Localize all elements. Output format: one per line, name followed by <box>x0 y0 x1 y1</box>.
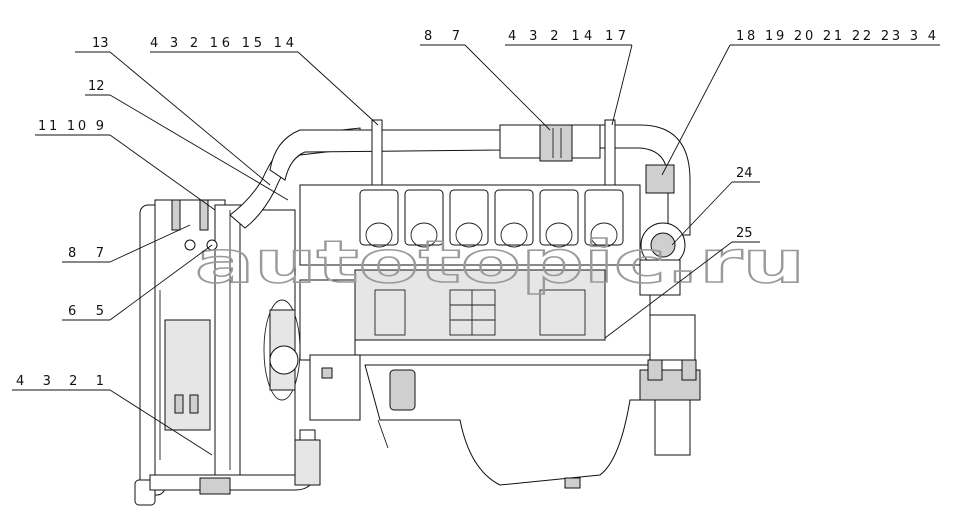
callout-11-10-9: 11 10 9 <box>38 119 104 134</box>
engine-block <box>299 184 651 356</box>
callout-25: 25 <box>736 226 753 241</box>
callout-13: 13 <box>92 36 109 51</box>
oil-sump <box>364 364 651 489</box>
callout-8-7-left: 8 7 <box>68 246 104 261</box>
watermark-text: autotopic.ru <box>195 228 805 296</box>
callout-12: 12 <box>88 79 105 94</box>
cylinder-heads <box>359 189 624 248</box>
callout-4-3-2-16-15-14: 4 3 2 16 15 14 <box>150 36 294 51</box>
lower-coolant-pipe <box>149 429 321 495</box>
callout-24: 24 <box>736 166 753 181</box>
callout-4-3-2-1: 4 3 2 1 <box>16 374 104 389</box>
charge-air-pipe <box>229 124 691 236</box>
callout-18-to-23-3-4: 18 19 20 21 22 23 3 4 <box>736 29 936 44</box>
leader-lines <box>12 44 940 456</box>
engine-mount <box>639 314 701 456</box>
radiator-assembly <box>134 199 244 506</box>
callout-4-3-2-14-17: 4 3 2 14 17 <box>508 29 626 44</box>
callout-8-7-top: 8 7 <box>424 29 460 44</box>
turbocharger <box>639 222 686 296</box>
block-ribs <box>374 289 586 336</box>
callout-6-5: 6 5 <box>68 304 104 319</box>
front-cover <box>269 279 361 421</box>
